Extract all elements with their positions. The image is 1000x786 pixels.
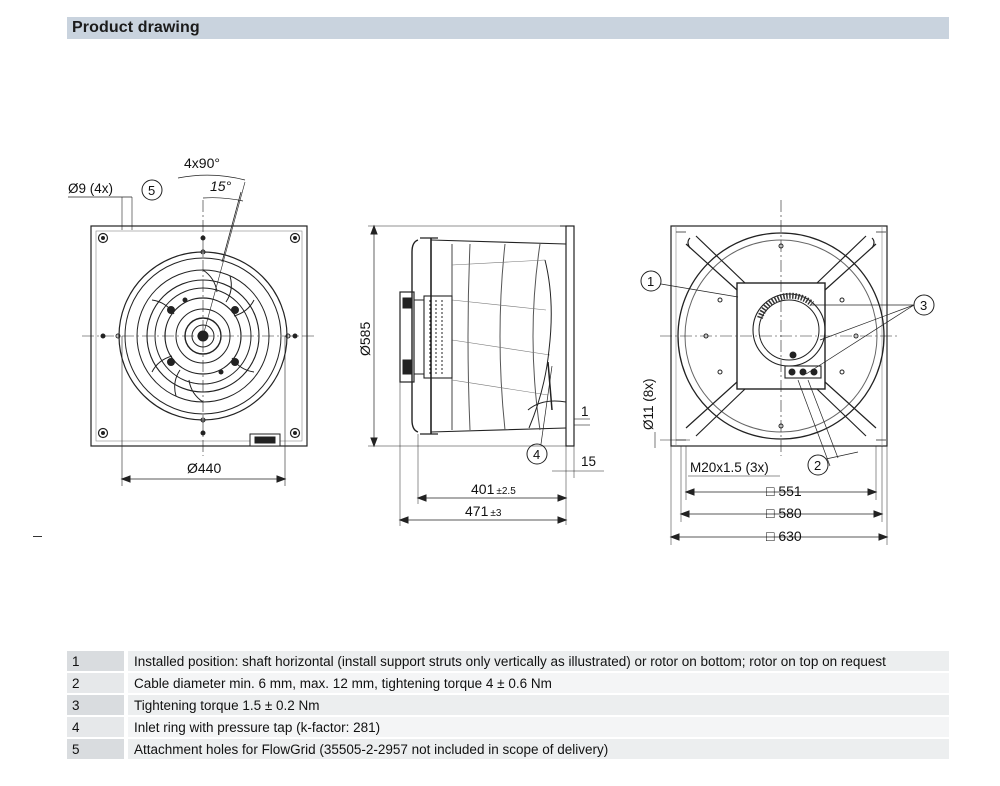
side-view (368, 224, 604, 526)
side-depth2-dim: 471±3 (465, 503, 502, 519)
side-diameter-dim: Ø585 (357, 322, 373, 356)
note-text: Installed position: shaft horizontal (in… (124, 651, 949, 671)
angle-offset-label: 15° (210, 178, 232, 194)
note-row: 4 Inlet ring with pressure tap (k-factor… (67, 717, 949, 737)
note-row: 5 Attachment holes for FlowGrid (35505-2… (67, 739, 949, 759)
side-depth1-dim: 401±2.5 (471, 481, 516, 497)
note-row: 2 Cable diameter min. 6 mm, max. 12 mm, … (67, 673, 949, 693)
note-text: Tightening torque 1.5 ± 0.2 Nm (124, 695, 949, 715)
front-view (68, 174, 316, 486)
front-width-dim: Ø440 (187, 460, 221, 476)
side-depth2-value: 471 (465, 503, 489, 519)
rear-dim-551: □ 551 (766, 483, 802, 499)
notes-table: 1 Installed position: shaft horizontal (… (67, 649, 949, 761)
callout-5: 5 (148, 183, 155, 198)
note-number: 4 (67, 717, 124, 737)
callout-1: 1 (647, 274, 654, 289)
rear-hole-dim: Ø11 (8x) (641, 378, 656, 430)
note-row: 1 Installed position: shaft horizontal (… (67, 651, 949, 671)
side-flange-dim: 15 (581, 454, 596, 469)
section-title: Product drawing (72, 19, 200, 36)
section-header: Product drawing (67, 17, 949, 39)
rear-view (640, 200, 935, 545)
front-hole-dim: Ø9 (4x) (68, 181, 113, 196)
rear-thread-dim: M20x1.5 (3x) (690, 460, 769, 475)
side-thickness-dim: 1 (581, 404, 589, 419)
callout-2: 2 (814, 458, 821, 473)
margin-dash (33, 536, 42, 537)
note-text: Inlet ring with pressure tap (k-factor: … (124, 717, 949, 737)
note-number: 3 (67, 695, 124, 715)
note-number: 2 (67, 673, 124, 693)
callout-3: 3 (920, 298, 927, 313)
side-depth1-value: 401 (471, 481, 495, 497)
note-text: Cable diameter min. 6 mm, max. 12 mm, ti… (124, 673, 949, 693)
callout-4: 4 (533, 447, 540, 462)
side-depth1-tol: ±2.5 (496, 486, 516, 497)
angle-pattern-label: 4x90° (184, 155, 220, 171)
note-row: 3 Tightening torque 1.5 ± 0.2 Nm (67, 695, 949, 715)
side-depth2-tol: ±3 (490, 508, 501, 519)
rear-dim-580: □ 580 (766, 505, 802, 521)
note-text: Attachment holes for FlowGrid (35505-2-2… (124, 739, 949, 759)
rear-dim-630: □ 630 (766, 528, 802, 544)
note-number: 5 (67, 739, 124, 759)
note-number: 1 (67, 651, 124, 671)
